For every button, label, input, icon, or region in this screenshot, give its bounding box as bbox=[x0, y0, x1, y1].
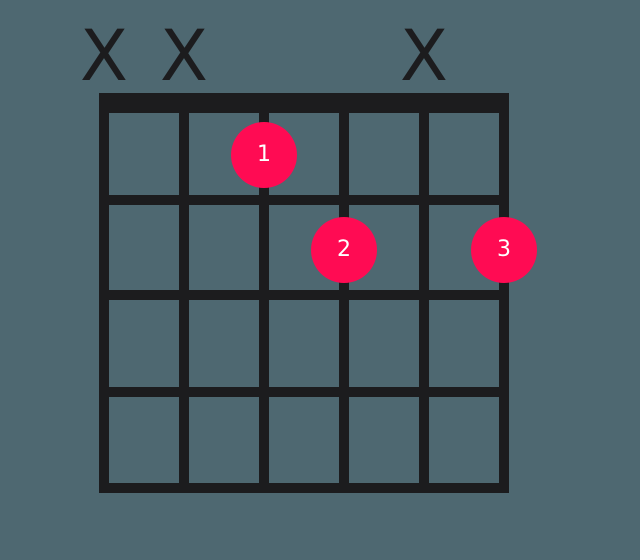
fret-4 bbox=[99, 483, 509, 493]
mute-marker-string-5: X bbox=[400, 15, 448, 97]
mute-marker-string-2: X bbox=[160, 15, 208, 97]
finger-dot-2: 2 bbox=[311, 217, 377, 283]
nut bbox=[99, 93, 509, 113]
fret-3 bbox=[99, 387, 509, 397]
finger-dot-3: 3 bbox=[471, 217, 537, 283]
mute-marker-string-1: X bbox=[80, 15, 128, 97]
fret-1 bbox=[99, 195, 509, 205]
fret-2 bbox=[99, 290, 509, 300]
finger-dot-1: 1 bbox=[231, 122, 297, 188]
